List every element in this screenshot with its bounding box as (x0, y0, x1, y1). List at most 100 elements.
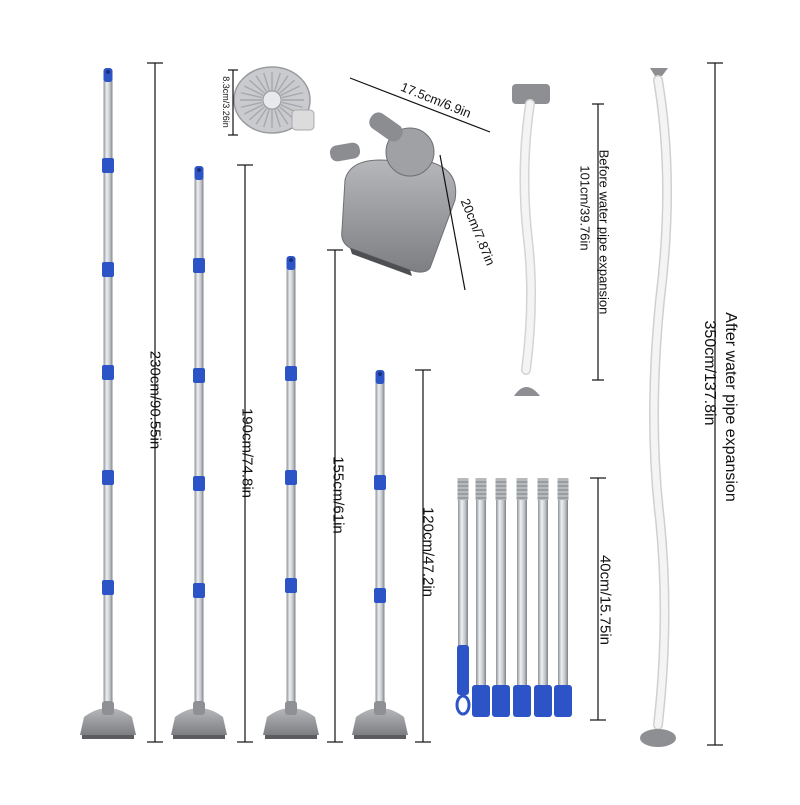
pole-lock-band (102, 158, 114, 173)
pole-230-dimension-label: 230cm/90.55in (146, 350, 164, 450)
dim-190 (237, 164, 253, 743)
section-connector (534, 685, 552, 717)
pole-cap-hole (378, 372, 382, 376)
pole-cap (286, 256, 296, 270)
brush-head-joint (374, 701, 386, 715)
section-threaded-end (516, 478, 528, 500)
brush-disc-dimension-label: 8.3cm/3.26in (221, 76, 231, 128)
pole-155 (263, 256, 319, 739)
pole-cap (375, 370, 385, 384)
disc-rib (281, 92, 304, 99)
section-connector (472, 685, 490, 717)
section-threaded-end (537, 478, 549, 500)
disc-rib (255, 75, 268, 93)
section-tube (458, 480, 468, 685)
pole-lock-band (374, 475, 386, 490)
dim-head-depth (439, 154, 466, 291)
pole-lock-band (102, 262, 114, 277)
pole-section-2 (472, 478, 490, 717)
section-connector (513, 685, 531, 717)
section-threaded-end (457, 478, 469, 500)
section-tube (538, 480, 548, 685)
pole-sections (455, 478, 572, 717)
brush-head-body (263, 708, 319, 735)
section-tube (476, 480, 486, 685)
pole-lock-band (193, 258, 205, 273)
hose-before-size-label: 101cm/39.76in (577, 165, 593, 251)
disc-rib (248, 105, 266, 121)
pole-section-1 (455, 478, 471, 716)
hose-after-size-label: 350cm/137.8in (701, 320, 718, 426)
pole-cap-hole (197, 168, 201, 172)
pole-155-dimension-label: 155cm/61in (329, 456, 347, 534)
pole-section-5 (534, 478, 552, 717)
section-tube (517, 480, 527, 685)
disc-rib (240, 101, 263, 108)
dimension-line (439, 154, 466, 291)
telescopic-poles (80, 68, 408, 739)
hose-after-bottom-fitting (640, 729, 676, 747)
dim-disc (228, 69, 238, 136)
brush-bristles (173, 735, 225, 739)
pole-shaft (103, 70, 113, 705)
pole-120 (352, 370, 408, 739)
dim-head-width (349, 77, 491, 133)
brush-head-part (329, 112, 457, 276)
section-threaded-end (557, 478, 569, 500)
hose-before-tube (520, 100, 535, 374)
pole-lock-band (285, 366, 297, 381)
pole-lock-band (102, 580, 114, 595)
head-bristles (350, 248, 412, 276)
pole-cap (194, 166, 204, 180)
section-threaded-end (495, 478, 507, 500)
water-hoses (512, 68, 676, 747)
pole-lock-band (102, 365, 114, 380)
brush-head-joint (102, 701, 114, 715)
brush-head-body (352, 708, 408, 735)
dim-hose-before (592, 103, 604, 381)
section-tube (496, 480, 506, 685)
disc-rib (240, 92, 263, 99)
brush-head-joint (193, 701, 205, 715)
disc-rib (255, 107, 268, 125)
brush-bristles (82, 735, 134, 739)
pole-230 (80, 68, 136, 739)
disc-rib (280, 85, 301, 97)
hose-after-title-label: After water pipe expansion (722, 312, 739, 502)
dimension-lines (147, 62, 723, 746)
disc-rib (276, 75, 289, 93)
pole-shaft (375, 372, 385, 705)
dim-hose-after (707, 62, 723, 746)
disc-rib (263, 72, 271, 92)
section-tube (558, 480, 568, 685)
pole-lock-band (193, 583, 205, 598)
disc-rib (248, 79, 266, 95)
section-threaded-end (475, 478, 487, 500)
pole-lock-band (193, 368, 205, 383)
dim-40 (590, 477, 606, 721)
pole-120-dimension-label: 120cm/47.2in (419, 506, 437, 598)
brush-head-body (80, 708, 136, 735)
dim-120 (415, 369, 431, 743)
pole-cap-hole (106, 70, 110, 74)
pole-shaft (194, 168, 204, 705)
disc-nozzle (291, 109, 315, 131)
brush-bristles (265, 735, 317, 739)
pole-190 (171, 166, 227, 739)
section-connector (554, 685, 572, 717)
hang-loop (455, 694, 471, 716)
disc-rib (278, 79, 296, 95)
hose-before-bottom-fitting (514, 387, 540, 396)
pole-cap-hole (289, 258, 293, 262)
disc-rib (243, 103, 264, 115)
brush-disc-part (233, 66, 315, 134)
pole-lock-band (102, 470, 114, 485)
disc-center (262, 90, 282, 110)
hose-before-top-fitting (512, 84, 550, 104)
section-grip (457, 645, 469, 695)
brush-bristles (354, 735, 406, 739)
disc-rib (281, 101, 304, 108)
sections-40-dimension-label: 40cm/15.75in (596, 554, 614, 646)
